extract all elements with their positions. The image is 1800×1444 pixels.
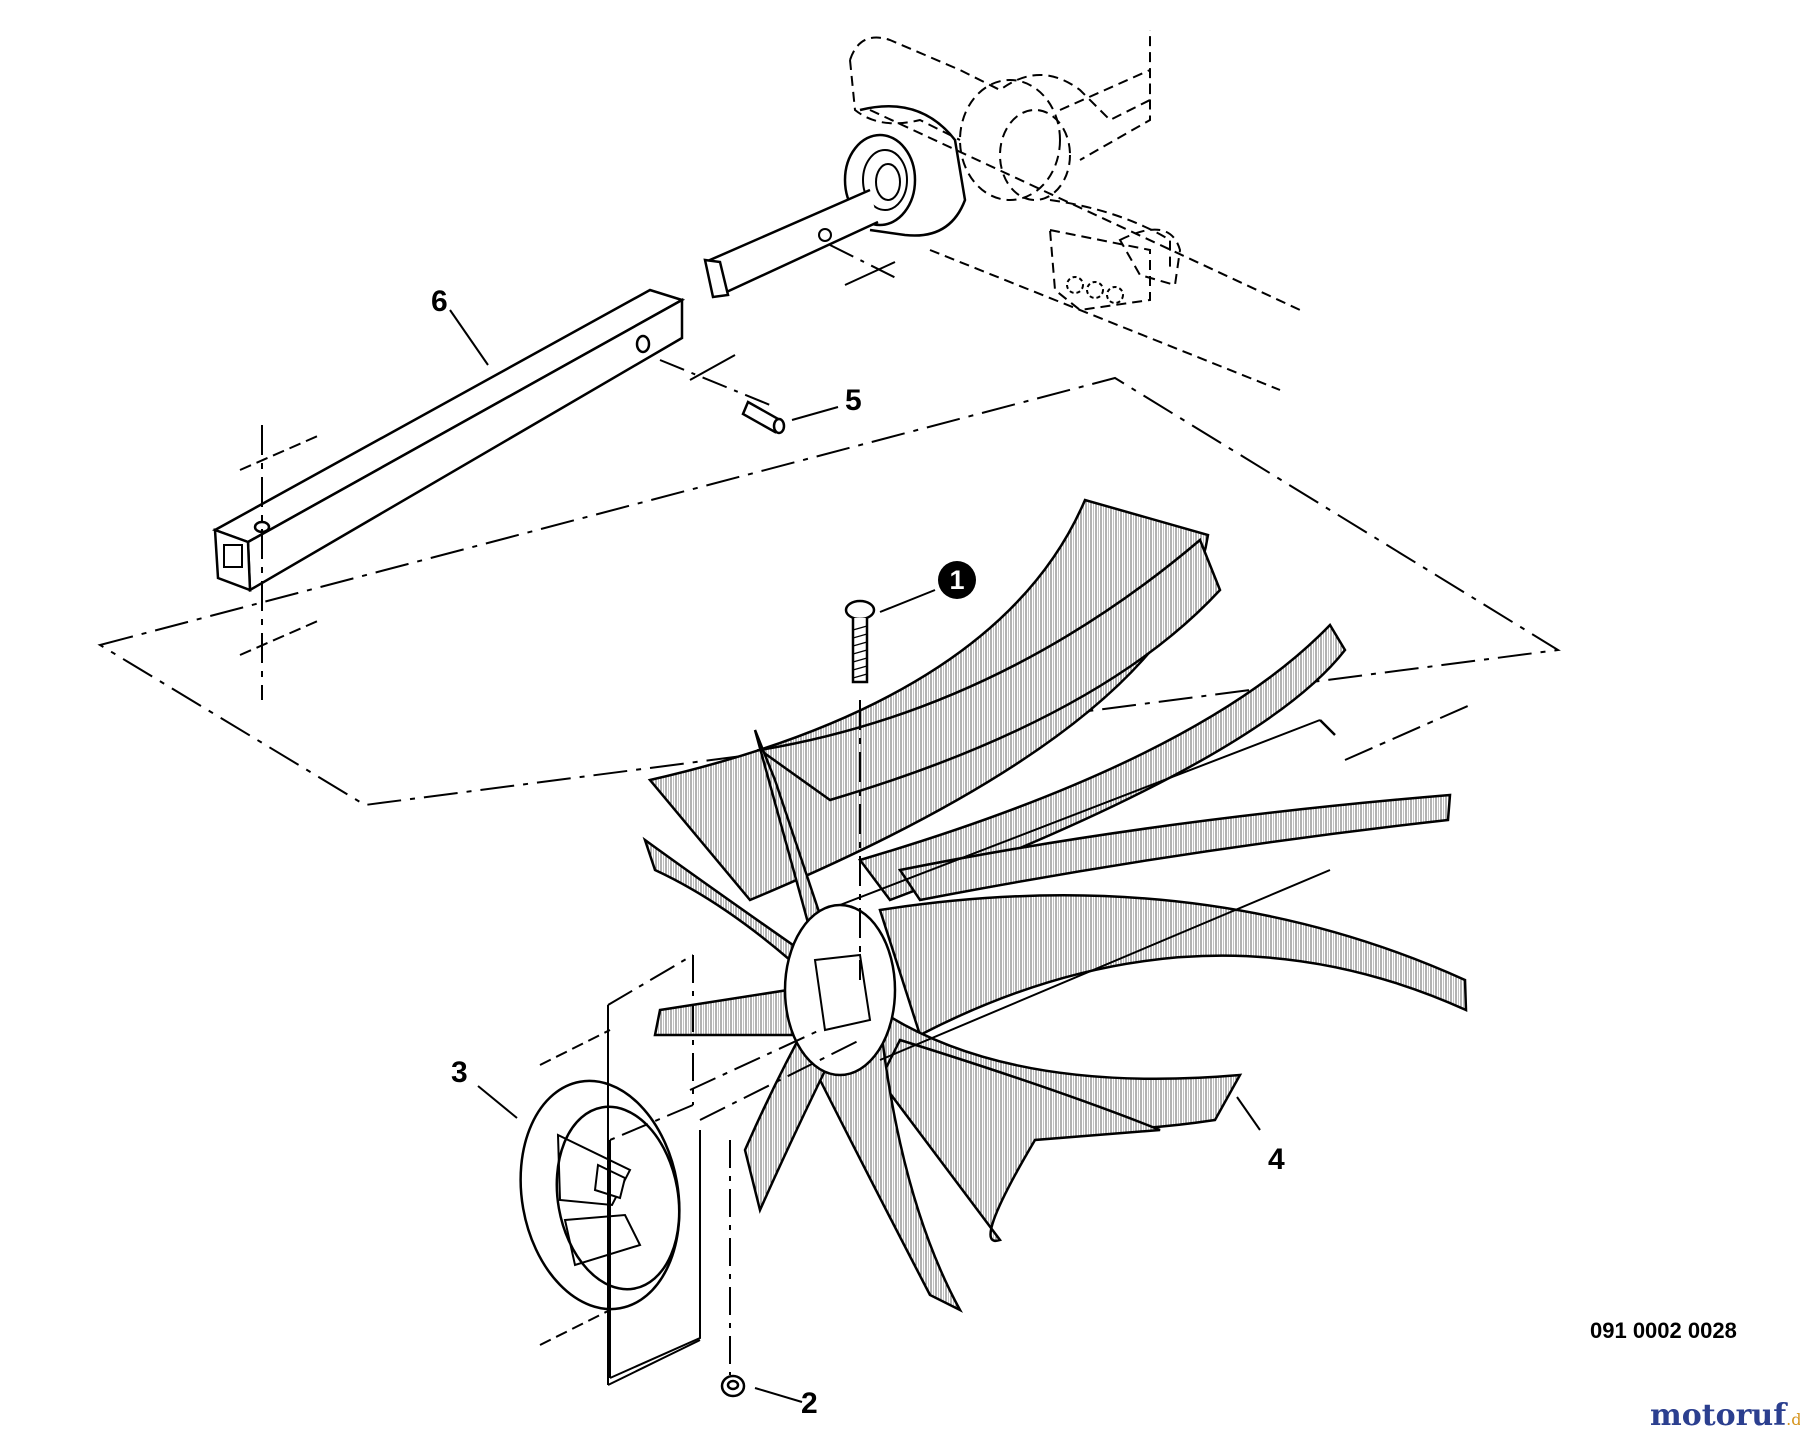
callout-1-badge: 1	[938, 561, 976, 599]
rotor-axis-lines	[859, 700, 1471, 980]
shaft-centerlines	[239, 354, 771, 700]
watermark-logo: motoruf.de	[1650, 1398, 1800, 1433]
callout-5-label: 5	[845, 384, 862, 417]
bolt-part-1	[844, 599, 876, 684]
end-disc-part-3	[519, 1079, 681, 1311]
brush-rotor-part-4	[642, 498, 1468, 1313]
assembly-guide-lines	[539, 954, 861, 1387]
watermark-name: motoruf	[1650, 1398, 1787, 1433]
leader-lines	[449, 309, 1261, 1403]
watermark-tld: .de	[1786, 1410, 1800, 1429]
gearbox-assembly	[703, 30, 1301, 391]
nut-part-2	[720, 1374, 746, 1398]
pin-part-5	[741, 400, 786, 435]
callout-3-label: 3	[451, 1056, 468, 1089]
reference-plane	[97, 376, 1561, 807]
callout-2-label: 2	[801, 1387, 818, 1420]
callout-4-label: 4	[1268, 1143, 1285, 1176]
drawing-number: 091 0002 0028	[1590, 1318, 1737, 1343]
square-shaft-part-6	[211, 288, 686, 593]
callout-6-label: 6	[431, 285, 448, 318]
